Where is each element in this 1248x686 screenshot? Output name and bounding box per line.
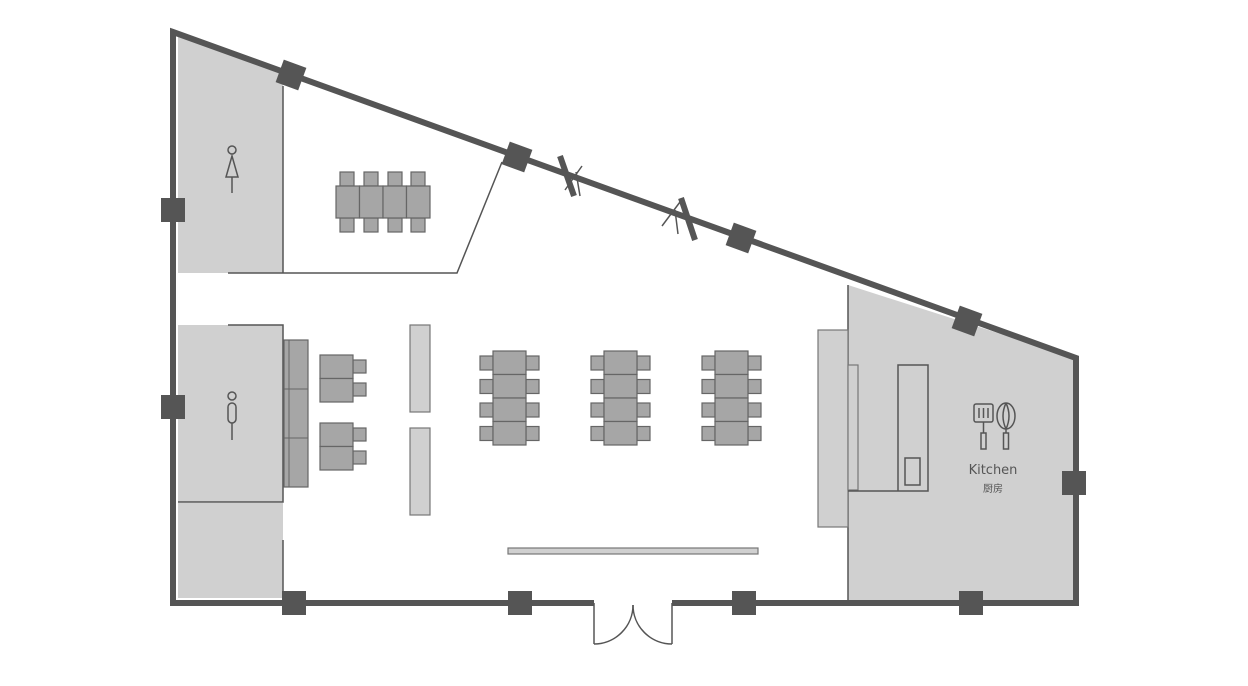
sofa [283, 339, 309, 488]
window [557, 155, 583, 197]
counter [409, 427, 431, 516]
private-dining-table [335, 171, 431, 233]
chair [747, 425, 762, 442]
chair [701, 355, 716, 371]
chair [479, 355, 494, 371]
kitchen-area [848, 285, 1073, 600]
long-bar-counter [507, 547, 759, 555]
pillars [161, 59, 1086, 615]
chair [525, 402, 540, 418]
kitchen-label-zh: 厨房 [983, 482, 1003, 495]
chair [479, 402, 494, 418]
chair [590, 402, 605, 418]
table-section [492, 420, 527, 446]
chair [590, 378, 605, 395]
lounge-table [319, 354, 367, 403]
chair [701, 378, 716, 395]
dining-tables [479, 350, 762, 446]
chair [590, 425, 605, 442]
storage-room [178, 503, 283, 598]
spatula-icon [973, 403, 994, 450]
chair [636, 355, 651, 371]
chair [747, 402, 762, 418]
table-section [492, 397, 527, 423]
dining-table [479, 350, 540, 446]
chair [525, 378, 540, 395]
chair [479, 378, 494, 395]
entrance-double-door[interactable] [593, 599, 673, 645]
chair [701, 425, 716, 442]
chair [701, 402, 716, 418]
counter [409, 324, 431, 413]
window [661, 197, 698, 241]
chair [479, 425, 494, 442]
table-section [603, 420, 638, 446]
kitchen-sink [904, 457, 921, 486]
table-section [714, 350, 749, 376]
table-section [714, 373, 749, 399]
chair [590, 355, 605, 371]
dining-table [590, 350, 651, 446]
table-section [714, 420, 749, 446]
chair [636, 402, 651, 418]
table-section [492, 373, 527, 399]
dining-table [701, 350, 762, 446]
table-section [603, 373, 638, 399]
table-section [603, 350, 638, 376]
chair [525, 425, 540, 442]
chair [747, 355, 762, 371]
table-section [492, 350, 527, 376]
female-restroom-icon [225, 145, 239, 193]
kitchen-partition [848, 364, 929, 492]
kitchen-shelf [847, 364, 859, 491]
kitchen-label: Kitchen [969, 463, 1018, 478]
whisk-icon [996, 402, 1016, 450]
chair [636, 378, 651, 395]
table-section [603, 397, 638, 423]
chair [636, 425, 651, 442]
mens-restroom [178, 325, 283, 502]
kitchen-counter [817, 329, 849, 528]
male-restroom-icon [227, 391, 237, 440]
lounge-table [319, 422, 367, 471]
chair [525, 355, 540, 371]
table-section [714, 397, 749, 423]
chair [747, 378, 762, 395]
